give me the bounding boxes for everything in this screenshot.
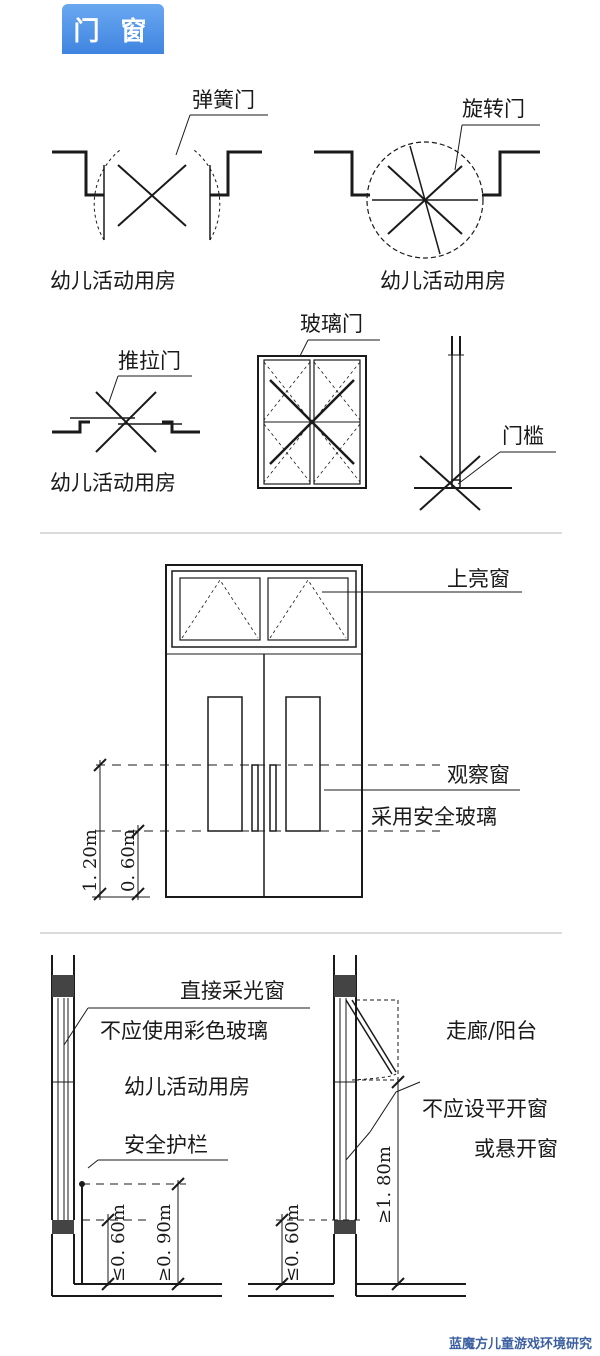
- glass-door-elevation: [257, 339, 380, 489]
- dim-ge-1-80m: ≥1. 80m: [374, 1146, 395, 1224]
- revolving-door-plan: [314, 124, 540, 259]
- threshold-label: 门槛: [502, 424, 544, 448]
- no-colored-glass-label: 不应使用彩色玻璃: [100, 1019, 268, 1043]
- sliding-door-label: 推拉门: [118, 349, 181, 373]
- window-section-right: [248, 955, 466, 1297]
- threshold-section: [414, 336, 556, 511]
- observation-window-label: 观察窗: [447, 763, 510, 787]
- dim-0-60m: 0. 60m: [118, 829, 139, 892]
- spring-door-label: 弹簧门: [192, 88, 255, 112]
- section-title-badge: 门 窗: [62, 4, 164, 54]
- glass-door-label: 玻璃门: [300, 312, 363, 336]
- safety-railing-label: 安全护栏: [124, 1133, 208, 1157]
- double-door-elevation: [92, 564, 522, 901]
- sliding-door-plan: [52, 375, 200, 453]
- no-casement-label: 不应设平开窗: [422, 1097, 548, 1121]
- revolving-door-label: 旋转门: [462, 97, 525, 121]
- revolving-door-room-label: 幼儿活动用房: [380, 269, 506, 293]
- window-section-left: [51, 955, 310, 1297]
- watermark: 蓝魔方儿童游戏环境研究: [448, 1337, 592, 1352]
- dim-le-0-60m-left: ≤0. 60m: [108, 1204, 129, 1282]
- direct-light-window-label: 直接采光窗: [180, 979, 285, 1003]
- dim-le-0-60m-right: ≤0. 60m: [282, 1204, 303, 1282]
- sliding-door-room-label: 幼儿活动用房: [50, 471, 176, 495]
- safety-glass-label: 采用安全玻璃: [371, 805, 497, 829]
- spring-door-plan: [52, 114, 268, 241]
- window-room-label: 幼儿活动用房: [124, 1075, 250, 1099]
- dim-ge-0-90m: ≥0. 90m: [154, 1204, 175, 1282]
- or-hung-label: 或悬开窗: [474, 1137, 558, 1161]
- corridor-balcony-label: 走廊/阳台: [446, 1019, 537, 1043]
- dim-1-20m: 1. 20m: [80, 829, 101, 892]
- spring-door-room-label: 幼儿活动用房: [50, 269, 176, 293]
- transom-label: 上亮窗: [447, 567, 510, 591]
